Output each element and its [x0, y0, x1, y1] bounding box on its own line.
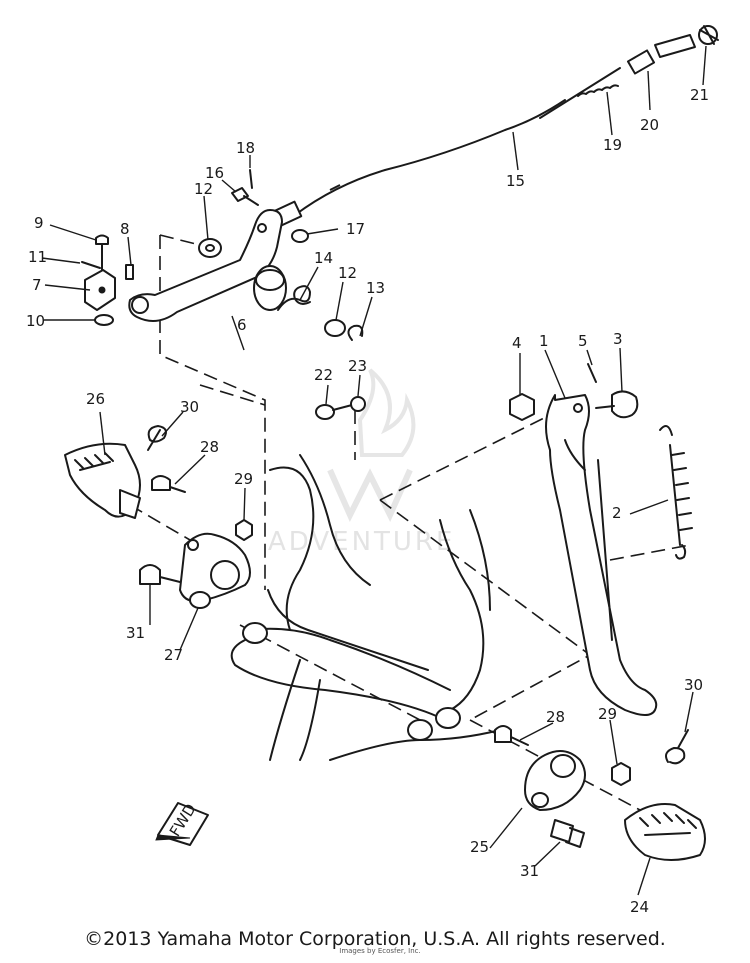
brake-pedal [81, 169, 366, 420]
callout-29-left: 29 [234, 470, 253, 488]
callout-7: 7 [32, 276, 42, 294]
callout-30-left: 30 [180, 398, 199, 416]
callout-9: 9 [34, 214, 44, 232]
callout-31-right: 31 [520, 862, 539, 880]
callout-numbers: 9 8 11 7 10 12 16 18 17 14 12 13 6 15 19… [26, 86, 709, 916]
callout-26: 26 [86, 390, 105, 408]
callout-17: 17 [346, 220, 365, 238]
left-footrest [64, 425, 461, 741]
brake-cable [271, 25, 719, 228]
callout-28-left: 28 [200, 438, 219, 456]
side-stand [509, 363, 693, 716]
callout-21: 21 [690, 86, 709, 104]
callout-6: 6 [237, 316, 247, 334]
watermark: ADVENTURE [268, 368, 455, 557]
callout-13: 13 [366, 279, 385, 297]
leader-lines [41, 45, 707, 896]
callout-27: 27 [164, 646, 183, 664]
copyright-notice: ©2013 Yamaha Motor Corporation, U.S.A. A… [84, 928, 666, 950]
callout-1: 1 [539, 332, 549, 350]
callout-25: 25 [470, 838, 489, 856]
image-credit: Images by Ecosfer, Inc. [339, 947, 421, 955]
callout-14: 14 [314, 249, 333, 267]
frame-outline [230, 454, 501, 761]
callout-8: 8 [120, 220, 130, 238]
callout-15: 15 [506, 172, 525, 190]
callout-20: 20 [640, 116, 659, 134]
fwd-arrow: FWD [155, 801, 209, 846]
callout-18: 18 [236, 139, 255, 157]
right-footrest [494, 725, 706, 861]
callout-28-right: 28 [546, 708, 565, 726]
callout-29-right: 29 [598, 705, 617, 723]
callout-30-right: 30 [684, 676, 703, 694]
callout-12-lower: 12 [338, 264, 357, 282]
callout-2: 2 [612, 504, 622, 522]
callout-19: 19 [603, 136, 622, 154]
callout-22: 22 [314, 366, 333, 384]
callout-3: 3 [613, 330, 623, 348]
callout-31-left: 31 [126, 624, 145, 642]
callout-12-upper: 12 [194, 180, 213, 198]
callout-16: 16 [205, 164, 224, 182]
callout-5: 5 [578, 332, 588, 350]
callout-4: 4 [512, 334, 522, 352]
callout-10: 10 [26, 312, 45, 330]
watermark-text: ADVENTURE [268, 527, 455, 557]
callout-24: 24 [630, 898, 649, 916]
callout-11: 11 [28, 248, 47, 266]
callout-23: 23 [348, 357, 367, 375]
